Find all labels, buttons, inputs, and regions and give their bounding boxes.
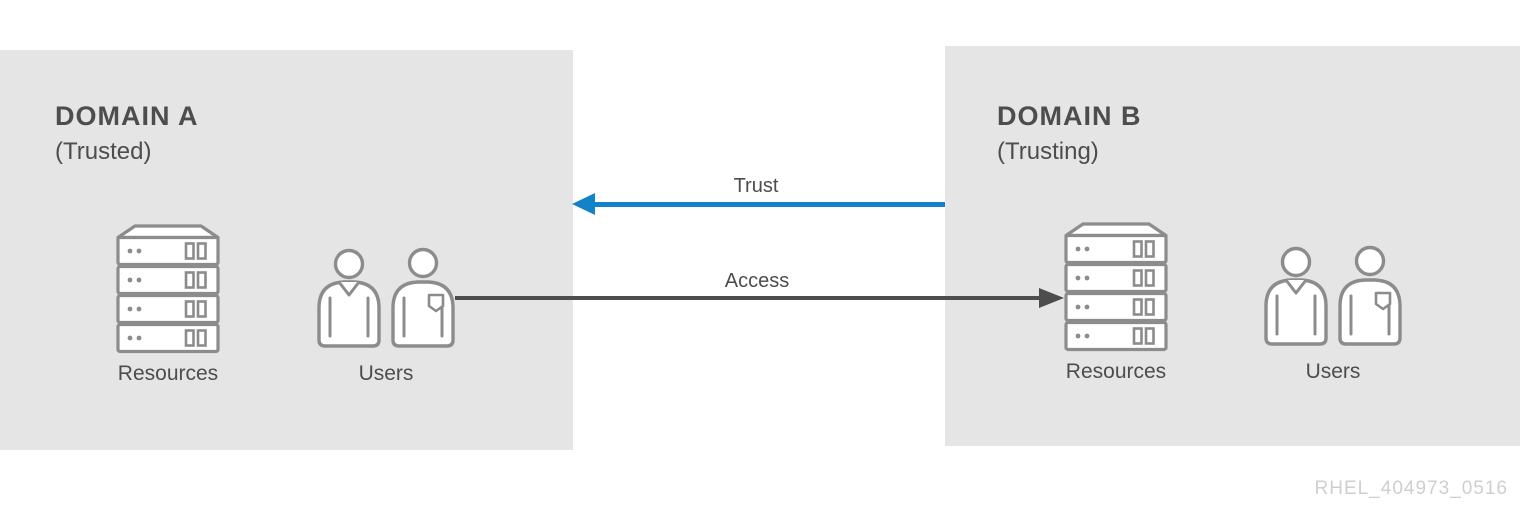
trust-arrowhead-icon xyxy=(572,193,595,215)
domain-a-panel xyxy=(0,50,573,450)
domain-a-subtitle: (Trusted) xyxy=(55,137,152,165)
watermark-text: RHEL_404973_0516 xyxy=(1314,478,1508,499)
access-arrowhead-icon xyxy=(1039,288,1064,308)
server-rack-icon xyxy=(116,224,220,354)
domain-b-title: DOMAIN B xyxy=(997,101,1142,131)
trust-arrow-label: Trust xyxy=(733,175,779,197)
domain-b-resources-label: Resources xyxy=(1065,360,1167,383)
server-rack-icon xyxy=(1064,222,1168,352)
access-arrow-label: Access xyxy=(724,270,790,292)
access-arrow-line xyxy=(455,296,1041,300)
domain-a-users-label: Users xyxy=(358,362,414,385)
domain-a-resources-label: Resources xyxy=(117,362,219,385)
domain-b-panel xyxy=(945,46,1520,446)
trust-arrow-line xyxy=(592,202,945,207)
two-users-icon xyxy=(1264,245,1402,346)
domain-b-heading: DOMAIN B (Trusting) xyxy=(997,101,1142,165)
domain-b-users-label: Users xyxy=(1305,360,1361,383)
two-users-icon xyxy=(317,247,455,348)
domain-a-title: DOMAIN A xyxy=(55,101,199,131)
domain-a-heading: DOMAIN A (Trusted) xyxy=(55,101,199,165)
domain-b-subtitle: (Trusting) xyxy=(997,137,1099,165)
